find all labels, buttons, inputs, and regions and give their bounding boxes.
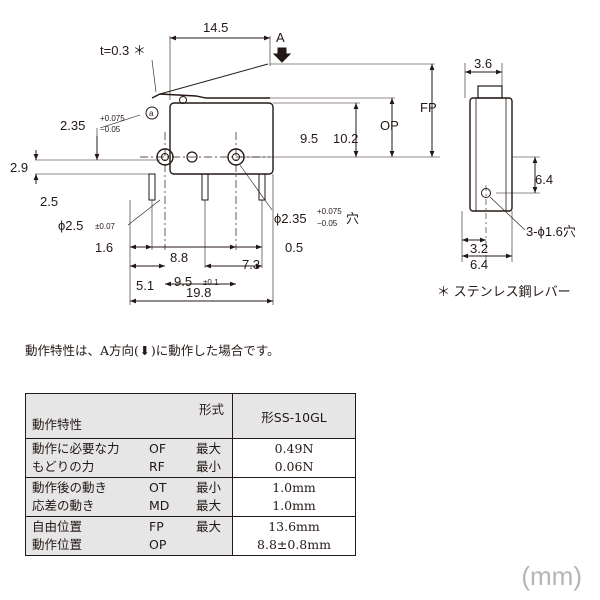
row-name: 動作位置 <box>32 537 83 552</box>
dim-hole-main: 2.35 <box>60 118 85 133</box>
arrow-a-label: A <box>276 30 285 45</box>
down-arrow-icon: ⬇ <box>139 343 151 358</box>
dim-8-8: 8.8 <box>170 250 188 265</box>
header-characteristic-label: 動作特性 <box>32 417 83 432</box>
row-abbr: RF <box>149 459 165 474</box>
dimension-drawing: 14.5 A t=0.3 ＊ 2.35 +0.075 −0.05 2.9 2.5… <box>10 20 576 305</box>
dim-phi-2-35-tol-lower: −0.05 <box>317 219 338 228</box>
center-hole <box>186 151 198 163</box>
switch-body <box>169 102 274 175</box>
terminal-1 <box>148 173 156 201</box>
side-holes-label: 3-ϕ1.6穴 <box>526 224 576 239</box>
row-limit: 最小 <box>196 480 222 495</box>
dim-9-5-horiz: 9.5 <box>174 274 192 289</box>
row-name: 応差の動き <box>32 498 95 513</box>
dim-hole-kanji: 穴 <box>346 211 359 226</box>
unit-label: (mm) <box>521 561 582 591</box>
row-name: 自由位置 <box>32 519 83 534</box>
row-value: 8.8±0.8mm <box>257 537 331 552</box>
row-value: 1.0mm <box>272 498 316 513</box>
operating-characteristics-table: 形式 動作特性 形SS-10GL 動作に必要な力 OF 最大 もどりの力 RF 最小 0… <box>25 393 356 556</box>
dim-phi-2-35: ϕ2.35 <box>274 211 307 226</box>
dim-9-5-vert: 9.5 <box>300 131 318 146</box>
side-dim-3-6: 3.6 <box>474 56 492 71</box>
table-row: 動作後の動き OT 最小 応差の動き MD 最大 1.0mm 1.0mm <box>25 477 356 517</box>
terminal-2 <box>201 173 209 201</box>
table-row: 自由位置 FP 最大 動作位置 OP 13.6mm 8.8±0.8mm <box>25 516 356 556</box>
row-limit: 最小 <box>196 459 222 474</box>
side-dim-3-2: 3.2 <box>470 241 488 256</box>
row-value: 13.6mm <box>268 519 320 534</box>
arrow-a-icon <box>272 47 292 63</box>
logo-circle <box>145 106 159 120</box>
side-dim-6-4-horiz: 6.4 <box>470 257 488 272</box>
row-abbr: OF <box>149 441 167 456</box>
dim-19-8: 19.8 <box>186 285 211 300</box>
row-limit <box>196 536 226 554</box>
side-dim-6-4-vert: 6.4 <box>535 172 553 187</box>
dim-2-5: 2.5 <box>40 194 58 209</box>
dim-top-width: 14.5 <box>203 20 228 35</box>
dim-hole-tol-lower: −0.05 <box>100 125 121 134</box>
dim-0-5: 0.5 <box>285 240 303 255</box>
row-abbr: MD <box>149 498 170 513</box>
dim-5-1: 5.1 <box>136 278 154 293</box>
dim-10-2: 10.2 <box>333 131 358 146</box>
row-abbr: OT <box>149 480 167 495</box>
row-value: 0.06N <box>274 459 314 474</box>
lever-material-note: ＊ ステンレス鋼レバー <box>437 284 571 299</box>
dim-7-3: 7.3 <box>242 257 260 272</box>
row-name: もどりの力 <box>32 459 95 474</box>
lever <box>151 93 270 99</box>
operating-note-after: )に動作した場合です。 <box>150 343 280 358</box>
row-name: 動作後の動き <box>32 480 108 495</box>
dim-lever-thickness: t=0.3 ＊ <box>100 43 146 58</box>
dim-2-9: 2.9 <box>10 160 28 175</box>
table-header-characteristic: 形式 動作特性 <box>25 393 233 439</box>
dim-fp: FP <box>420 100 437 115</box>
row-value: 0.49N <box>274 441 314 456</box>
header-model: 形SS-10GL <box>232 393 356 439</box>
row-abbr: OP <box>149 537 167 552</box>
dim-9-5-tol: ±0.1 <box>203 278 219 287</box>
dim-op: OP <box>380 118 399 133</box>
dim-1-6: 1.6 <box>95 240 113 255</box>
operating-note-before: 動作特性は、A方向( <box>25 343 139 358</box>
row-limit: 最大 <box>196 519 222 534</box>
header-form-label: 形式 <box>198 402 224 417</box>
row-abbr: FP <box>149 519 164 534</box>
operating-note: 動作特性は、A方向(⬇)に動作した場合です。 <box>25 340 280 359</box>
dim-phi-2-35-tol-upper: +0.075 <box>317 207 342 216</box>
logo-letter: a <box>149 109 154 118</box>
row-value: 1.0mm <box>272 480 316 495</box>
dim-phi-2-5: ϕ2.5 <box>58 218 83 233</box>
dim-hole-tol-upper: +0.075 <box>100 114 125 123</box>
row-limit: 最大 <box>196 441 222 456</box>
dim-phi-2-5-tol: ±0.07 <box>95 222 116 231</box>
table-row: 動作に必要な力 OF 最大 もどりの力 RF 最小 0.49N 0.06N <box>25 438 356 478</box>
row-limit: 最大 <box>196 498 222 513</box>
row-name: 動作に必要な力 <box>32 441 120 456</box>
